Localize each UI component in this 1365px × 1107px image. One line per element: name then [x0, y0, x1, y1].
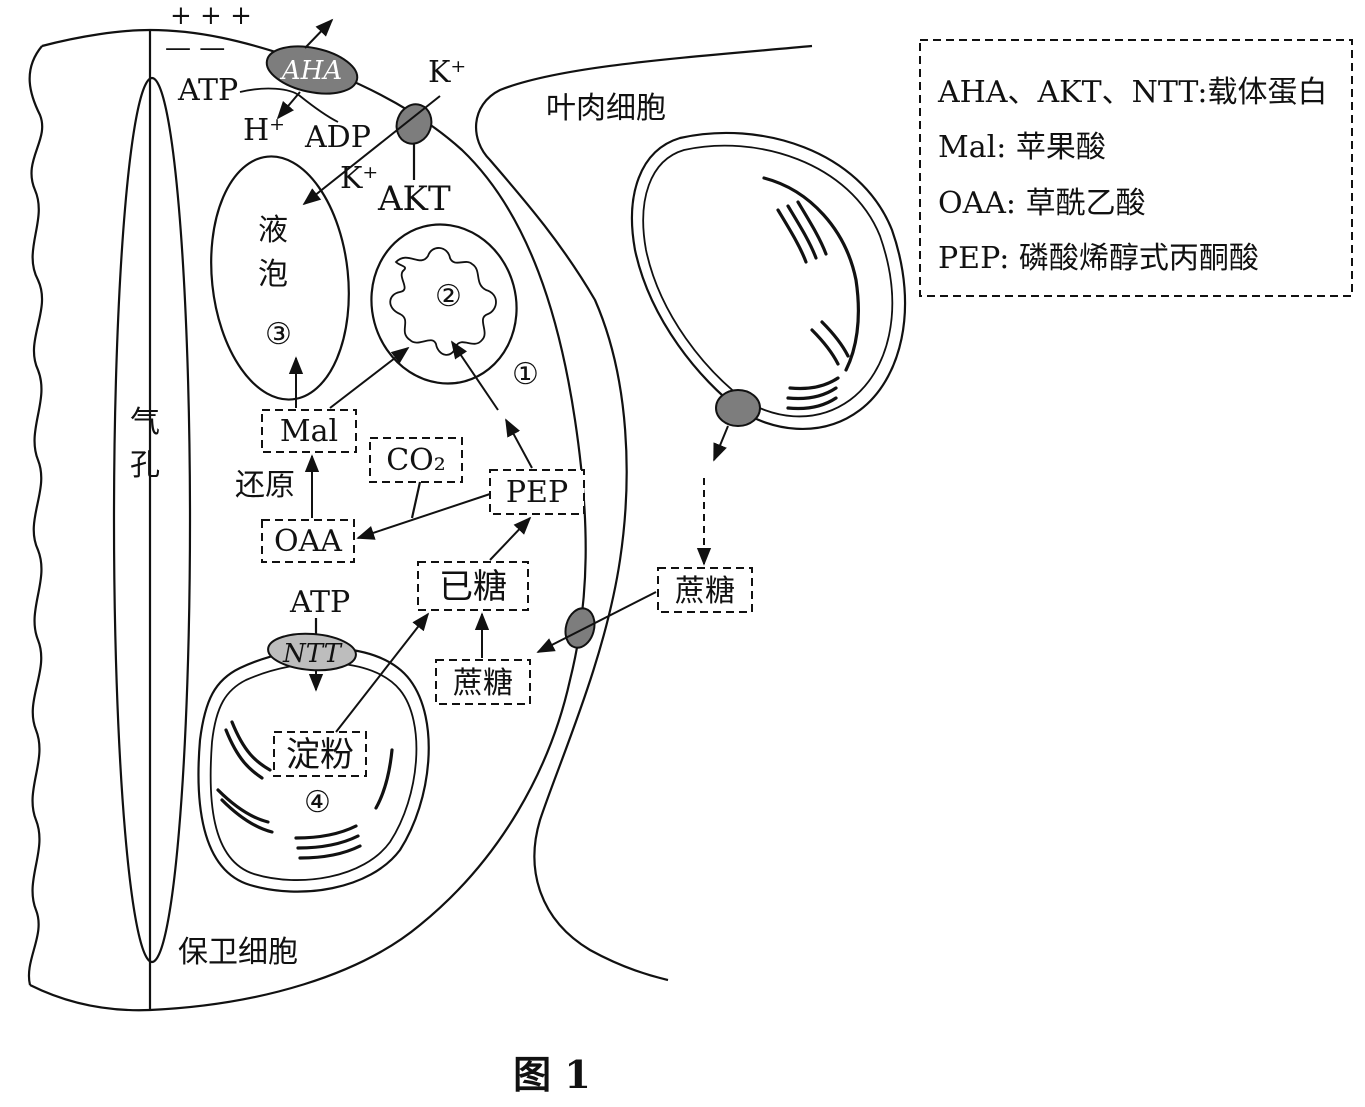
- cytoplasm-number: ①: [512, 357, 539, 392]
- grana-5: [294, 824, 358, 840]
- adp-label: ADP: [304, 120, 371, 155]
- vacuole-label-2: 泡: [258, 257, 288, 292]
- positive-charges: + + +: [170, 1, 252, 31]
- sucrose-guard-box: [435, 659, 531, 705]
- starch-to-hexose-arrow: [335, 612, 430, 733]
- mitochondrion: ②: [370, 223, 518, 385]
- mal-box: [261, 409, 357, 453]
- mitochondrion-outer: [370, 223, 518, 385]
- legend-line-1: AHA、AKT、NTT:载体蛋白: [937, 75, 1327, 110]
- vacuole-label-1: 液: [258, 213, 288, 248]
- m-grana-8: [786, 386, 838, 401]
- k-plus-in-label: K⁺: [340, 161, 378, 196]
- grana-4: [220, 798, 274, 834]
- pep-to-mito-arrow: [450, 340, 499, 411]
- chloroplast-number: ④: [304, 785, 331, 820]
- left-wavy-edge: [27, 45, 44, 986]
- ntt-protein: [267, 632, 357, 672]
- pep-box: [489, 469, 585, 515]
- mesophyll-transporter: [715, 389, 761, 427]
- atp-to-aha-arrow: [239, 87, 339, 123]
- figure-caption: 图 1: [513, 1052, 591, 1097]
- grana-7: [298, 844, 362, 860]
- oaa-label: OAA: [274, 524, 342, 559]
- vacuole: [210, 155, 350, 401]
- reduction-label: 还原: [235, 468, 295, 503]
- m-grana-9: [786, 396, 838, 411]
- mitochondrion-cristae: [389, 247, 497, 356]
- m-grana-2: [786, 204, 818, 260]
- grana-6: [296, 834, 360, 850]
- mitochondrion-number: ②: [435, 279, 462, 314]
- legend: AHA、AKT、NTT:载体蛋白 Mal: 苹果酸 OAA: 草酰乙酸 PEP:…: [919, 39, 1353, 297]
- mal-label: Mal: [280, 414, 338, 449]
- aha-label: AHA: [280, 56, 342, 86]
- pep-to-oaa-arrow: [356, 493, 491, 540]
- mesophyll-cell-wall: [475, 44, 813, 982]
- sucrose-transfer-arrow: [536, 591, 657, 653]
- h-plus-label: H⁺: [243, 113, 285, 148]
- legend-line-4: PEP: 磷酸烯醇式丙酮酸: [938, 241, 1259, 276]
- mesophyll-chloroplast-outer: [630, 131, 907, 430]
- mesophyll-chloroplast-inner: [642, 144, 894, 418]
- k-plus-out-label: K⁺: [428, 55, 466, 90]
- m-grana-5: [820, 320, 850, 358]
- co2-input-line: [410, 481, 422, 519]
- pep-to-mito-arrow-lower: [505, 418, 533, 469]
- guard-cell-label: 保卫细胞: [178, 935, 298, 970]
- mesophyll-chloroplast: [630, 131, 907, 430]
- grana-1: [224, 728, 264, 780]
- k-plus-in-arrow: [302, 95, 441, 206]
- hexose-label: 已糖: [439, 567, 507, 607]
- akt-protein: [395, 103, 433, 145]
- ntt-label: NTT: [282, 639, 343, 669]
- co2-label: CO₂: [386, 443, 446, 478]
- legend-box: [919, 39, 1353, 297]
- m-grana-4: [762, 176, 860, 372]
- grana-2: [230, 720, 272, 772]
- vacuole-number: ③: [265, 317, 292, 352]
- stoma: [112, 76, 192, 964]
- negative-charges: — —: [165, 33, 225, 63]
- aha-to-h-arrow: [276, 91, 301, 120]
- sucrose-meso-label: 蔗糖: [675, 574, 735, 609]
- pep-label: PEP: [506, 475, 568, 510]
- sucrose-meso-box: [657, 567, 753, 613]
- stoma-label-1: 气: [130, 405, 160, 440]
- atp-top-label: ATP: [177, 73, 238, 108]
- sucrose-guard-label: 蔗糖: [453, 666, 513, 701]
- oaa-box: [261, 519, 355, 563]
- m-grana-3: [796, 200, 828, 256]
- h-plus-out-arrow: [304, 18, 334, 49]
- aha-protein: [265, 45, 359, 95]
- legend-line-2: Mal: 苹果酸: [938, 130, 1106, 165]
- grana-8: [374, 748, 394, 810]
- mesophyll-cell-label: 叶肉细胞: [546, 91, 666, 126]
- hexose-box: [417, 561, 529, 611]
- mesophyll-transporter-out-arrow: [713, 425, 729, 462]
- co2-box: [369, 437, 463, 483]
- stoma-label-2: 孔: [130, 448, 160, 483]
- sucrose-transporter: [564, 607, 596, 649]
- guard-chloroplast-outer: [197, 647, 430, 893]
- grana-3: [216, 788, 270, 824]
- guard-chloroplast-inner: [209, 662, 418, 881]
- hexose-to-pep-arrow: [489, 516, 532, 561]
- atp-chloroplast-label: ATP: [289, 585, 350, 620]
- m-grana-6: [810, 328, 840, 366]
- starch-label: 淀粉: [286, 735, 354, 775]
- mal-to-mito-arrow: [329, 346, 410, 409]
- legend-line-3: OAA: 草酰乙酸: [938, 186, 1146, 221]
- m-grana-1: [776, 208, 808, 264]
- guard-chloroplast: [197, 647, 430, 893]
- starch-box: [273, 731, 367, 777]
- m-grana-7: [788, 376, 840, 391]
- akt-label: AKT: [377, 179, 451, 219]
